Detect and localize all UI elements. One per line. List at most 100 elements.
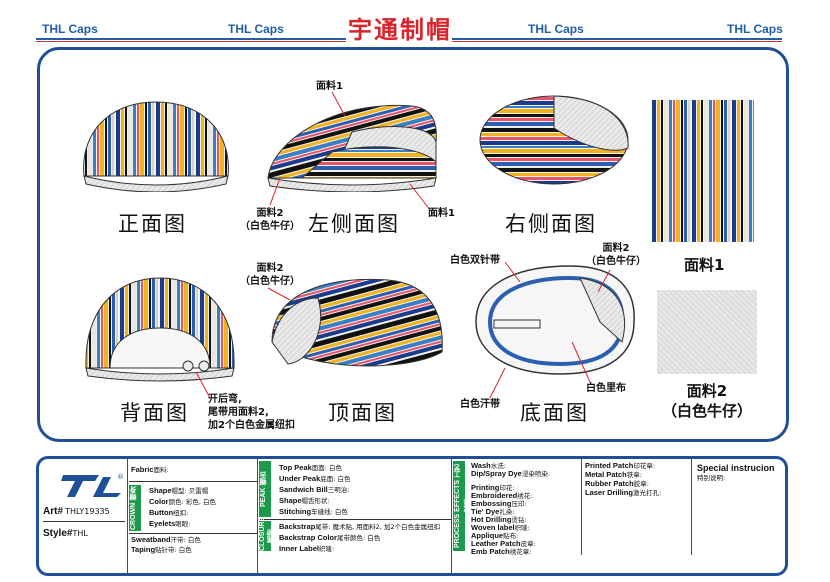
callout-white-lining: 白色里布 (586, 383, 626, 394)
patch-metal-value: 铁章: (626, 471, 642, 479)
brand-label-3: THL Caps (528, 22, 584, 36)
special-label: Special instrucion (697, 463, 775, 473)
closure-bar: CLOSURE 尾带 (259, 516, 274, 551)
process-wash-label: Wash (471, 461, 491, 470)
peak-under-label: Under Peak (279, 474, 321, 483)
callout-back-note: 开后弯, 尾带用面料2, 加2个白色金属纽扣 (208, 394, 295, 431)
process-hotdrill-value: 烫钻: (511, 516, 527, 524)
process-dip-label: Dip/Spray Dye (471, 469, 522, 478)
peak-sandwich-value: 三明治: (327, 486, 350, 494)
callout-white-sweatband: 白色汗带 (460, 399, 500, 410)
cap-front-view (83, 101, 229, 192)
process-printing-value: 印花: (499, 484, 515, 492)
special-sub: 特别说明: (697, 474, 726, 482)
process-leather-value: 皮章: (520, 540, 536, 548)
cap-top-view (271, 278, 443, 367)
process-bar: PROCESS EFFECTS 工艺效果 (453, 461, 471, 551)
callout-fabric2-bottom: 面料2 （白色牛仔） (586, 243, 646, 267)
header-rule-right (452, 38, 782, 40)
patch-rubber-value: 胶章: (633, 480, 649, 488)
fabric2-swatch (657, 290, 757, 374)
view-label-right: 右侧面图 (505, 212, 597, 236)
callout-double-needle: 白色双针带 (450, 255, 500, 266)
crown-color-value: 颜色: 彩色, 白色 (168, 498, 216, 506)
view-label-top: 顶面图 (328, 401, 397, 425)
cap-left-view (267, 104, 437, 192)
process-applique-value: 贴布: (503, 532, 519, 540)
process-embroidered-value: 绣花: (517, 492, 533, 500)
header-rule-left-red (36, 41, 346, 42)
cap-back-view (85, 277, 235, 382)
fabric-label: Fabric (131, 465, 154, 474)
process-leather-label: Leather Patch (471, 539, 521, 548)
page-title: 宇通制帽 (348, 16, 452, 44)
callout-fabric2-top: 面料2 （白色牛仔） (240, 263, 300, 287)
process-dip-value: 浸染喷染: (521, 470, 551, 478)
brand-label-2: THL Caps (228, 22, 284, 36)
crown-color-label: Color (149, 497, 169, 506)
callout-fabric2-left: 面料2 （白色牛仔） (240, 208, 300, 232)
process-emb-patch-label: Emb Patch (471, 547, 510, 556)
taping-label: Taping (131, 545, 156, 554)
process-printing-label: Printing (471, 483, 500, 492)
peak-stitching-value: 车缝线: 白色 (311, 508, 348, 516)
taping-value: 贴针带: 白色 (155, 546, 192, 554)
closure-color-value: 尾带颜色: 白色 (336, 534, 381, 542)
fabric-sub: 面料: (153, 466, 169, 474)
peak-shape-label: Shape (279, 496, 302, 505)
process-tiedye-label: Tie' Dye (471, 507, 500, 516)
callout-fabric1-left-bottom: 面料1 (428, 208, 455, 219)
patch-laser-value: 激光打孔: (632, 489, 662, 497)
patch-printed-label: Printed Patch (585, 461, 634, 470)
process-emb-patch-value: 绣花章: (509, 548, 532, 556)
peak-sandwich-label: Sandwich Bill (279, 485, 328, 494)
peak-top-value: 面面: 白色 (311, 464, 343, 472)
patch-printed-value: 印花章: (633, 462, 656, 470)
spec-sheet: ® Art# THLY19335 Style#THL Fabric面料: CRO… (36, 456, 788, 576)
closure-backstrap-label: Backstrap (279, 522, 316, 531)
header-rule-left (36, 38, 346, 40)
view-label-back: 背面图 (120, 401, 189, 425)
style-label: Style# (43, 528, 73, 539)
view-label-bottom: 底面图 (520, 401, 589, 425)
crown-shape-value: 帽型: 贝雷帽 (171, 487, 209, 495)
cap-right-view (479, 95, 629, 185)
peak-shape-value: 帽舌形状: (301, 497, 330, 505)
peak-bar: PEAK 帽舌 (259, 461, 271, 517)
brand-label-1: THL Caps (42, 22, 98, 36)
process-applique-label: Applique (471, 531, 504, 540)
callout-leaders (195, 91, 611, 399)
fabric1-swatch (652, 100, 754, 242)
crown-button-label: Button (149, 508, 174, 517)
style-value: THL (72, 529, 88, 538)
peak-stitching-label: Stitching (279, 507, 312, 516)
process-woven-label: Woven label (471, 523, 515, 532)
process-wash-value: 水洗: (490, 462, 506, 470)
peak-top-label: Top Peak (279, 463, 312, 472)
process-embroidered-label: Embroidered (471, 491, 518, 500)
fabric1-swatch-label: 面料1 (684, 256, 725, 274)
patch-metal-label: Metal Patch (585, 470, 627, 479)
crown-shape-label: Shape (149, 486, 172, 495)
art-value: THLY19335 (65, 507, 110, 516)
view-label-front: 正面图 (118, 212, 187, 236)
crown-button-value: 纽扣: (173, 509, 189, 517)
thl-logo-icon: ® (61, 473, 124, 497)
header-rule-right-red (452, 41, 782, 42)
process-hotdrill-label: Hot Drilling (471, 515, 512, 524)
closure-backstrap-value: 尾带: 魔术贴, 用面料2, 加2个白色金属纽扣 (315, 523, 441, 531)
closure-inner-label: Inner Label (279, 544, 320, 553)
crown-eyelets-label: Eyelets (149, 519, 176, 528)
sweatband-value: 汗带: 白色 (170, 536, 201, 544)
patch-laser-label: Laser Drilling (585, 488, 633, 497)
fabric2-swatch-label: 面料2 （白色牛仔） (662, 382, 753, 420)
drawing-frame (37, 47, 789, 442)
patch-rubber-label: Rubber Patch (585, 479, 634, 488)
closure-color-label: Backstrap Color (279, 533, 337, 542)
closure-inner-value: 织唛: (319, 545, 335, 553)
process-embossing-label: Embossing (471, 499, 512, 508)
svg-text:®: ® (117, 473, 124, 481)
peak-under-value: 底面: 白色 (320, 475, 351, 483)
cap-bottom-view (475, 265, 635, 375)
callout-fabric1-top: 面料1 (316, 81, 343, 92)
